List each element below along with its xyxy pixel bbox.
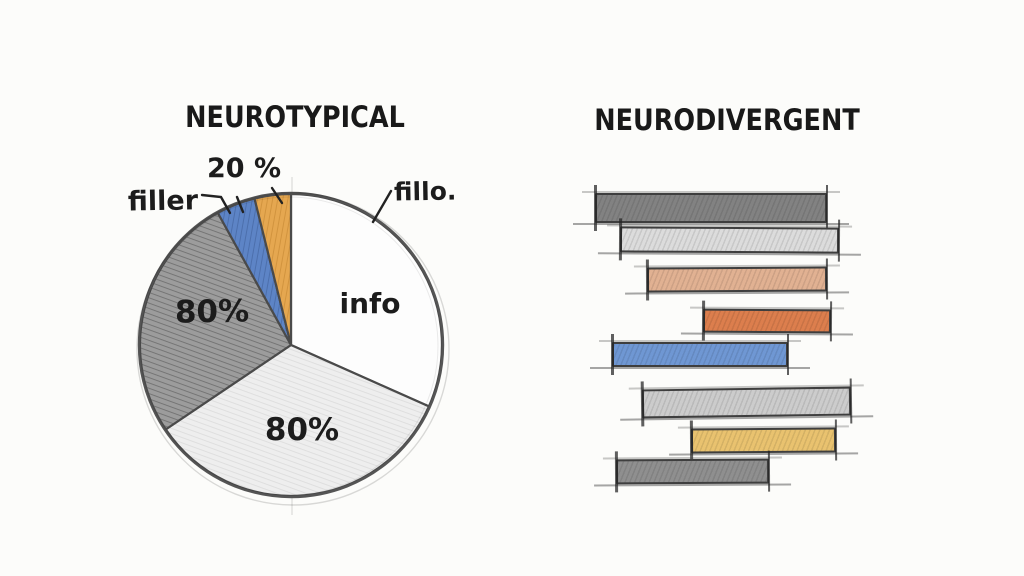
bar-guide-top xyxy=(599,340,801,342)
pie-label-info: info xyxy=(339,287,401,320)
bar-guide-top xyxy=(677,425,849,429)
bar-hatch xyxy=(617,460,768,483)
pie-sketch-ring xyxy=(136,192,450,506)
bar-hatch xyxy=(614,344,786,365)
bar-tick-right xyxy=(767,450,771,492)
bar-tick-left xyxy=(701,300,705,341)
bar-tick-left xyxy=(645,259,649,301)
bar-7-gold xyxy=(669,419,859,462)
bar-guide-top xyxy=(690,306,845,309)
bar-guide-bottom xyxy=(669,452,859,456)
bar-hatch xyxy=(704,310,830,332)
pie-outline xyxy=(137,191,445,499)
bar-hatch xyxy=(648,268,826,291)
bar-guide-top xyxy=(633,264,840,268)
bar-guide-bottom xyxy=(680,332,853,336)
pie-label-80-light: 80% xyxy=(264,412,340,448)
bar-tick-right xyxy=(834,419,838,461)
bar-hatch xyxy=(643,388,850,417)
bar-hatch xyxy=(597,195,825,221)
bar-tick-right xyxy=(837,219,841,262)
bar-guide-bottom xyxy=(625,291,850,295)
bar-tick-left xyxy=(689,420,693,462)
bar-4-orange xyxy=(680,300,853,342)
bar-8-medium-gray xyxy=(594,450,792,493)
bar-1-dark-gray xyxy=(573,185,849,231)
bar-hatch xyxy=(692,429,835,452)
bar-guide-bottom xyxy=(597,252,861,256)
bar-guide-top xyxy=(607,224,853,228)
bar-tick-left xyxy=(618,218,622,261)
pie-svg xyxy=(136,177,450,515)
bar-tick-right xyxy=(825,258,829,300)
bar-tick-right xyxy=(829,301,833,342)
pie-callout-20pct: 20 % xyxy=(206,153,282,184)
bar-hatch xyxy=(621,228,838,252)
bar-5-blue xyxy=(590,334,810,375)
bar-tick-right xyxy=(786,334,789,375)
bar-guide-top xyxy=(602,456,782,459)
bar-guide-bottom xyxy=(590,367,810,369)
bar-tick-left xyxy=(594,185,597,231)
bar-2-light-gray xyxy=(597,218,861,262)
neurotypical-title: NEUROTYPICAL xyxy=(185,100,405,134)
bar-6-gray xyxy=(620,378,874,427)
bar-tick-left xyxy=(611,334,614,375)
bar-tick-right xyxy=(825,185,828,231)
bar-guide-bottom xyxy=(594,483,792,487)
neurodivergent-title: NEURODIVERGENT xyxy=(594,103,860,137)
pie-sketch-ring-2 xyxy=(139,196,439,496)
pie-chart xyxy=(120,175,465,520)
bar-guide-bottom xyxy=(573,223,849,225)
bar-guide-top xyxy=(582,191,840,193)
bar-tick-left xyxy=(614,451,618,493)
bar-3-peach xyxy=(625,258,850,301)
leader-lines xyxy=(200,186,393,224)
